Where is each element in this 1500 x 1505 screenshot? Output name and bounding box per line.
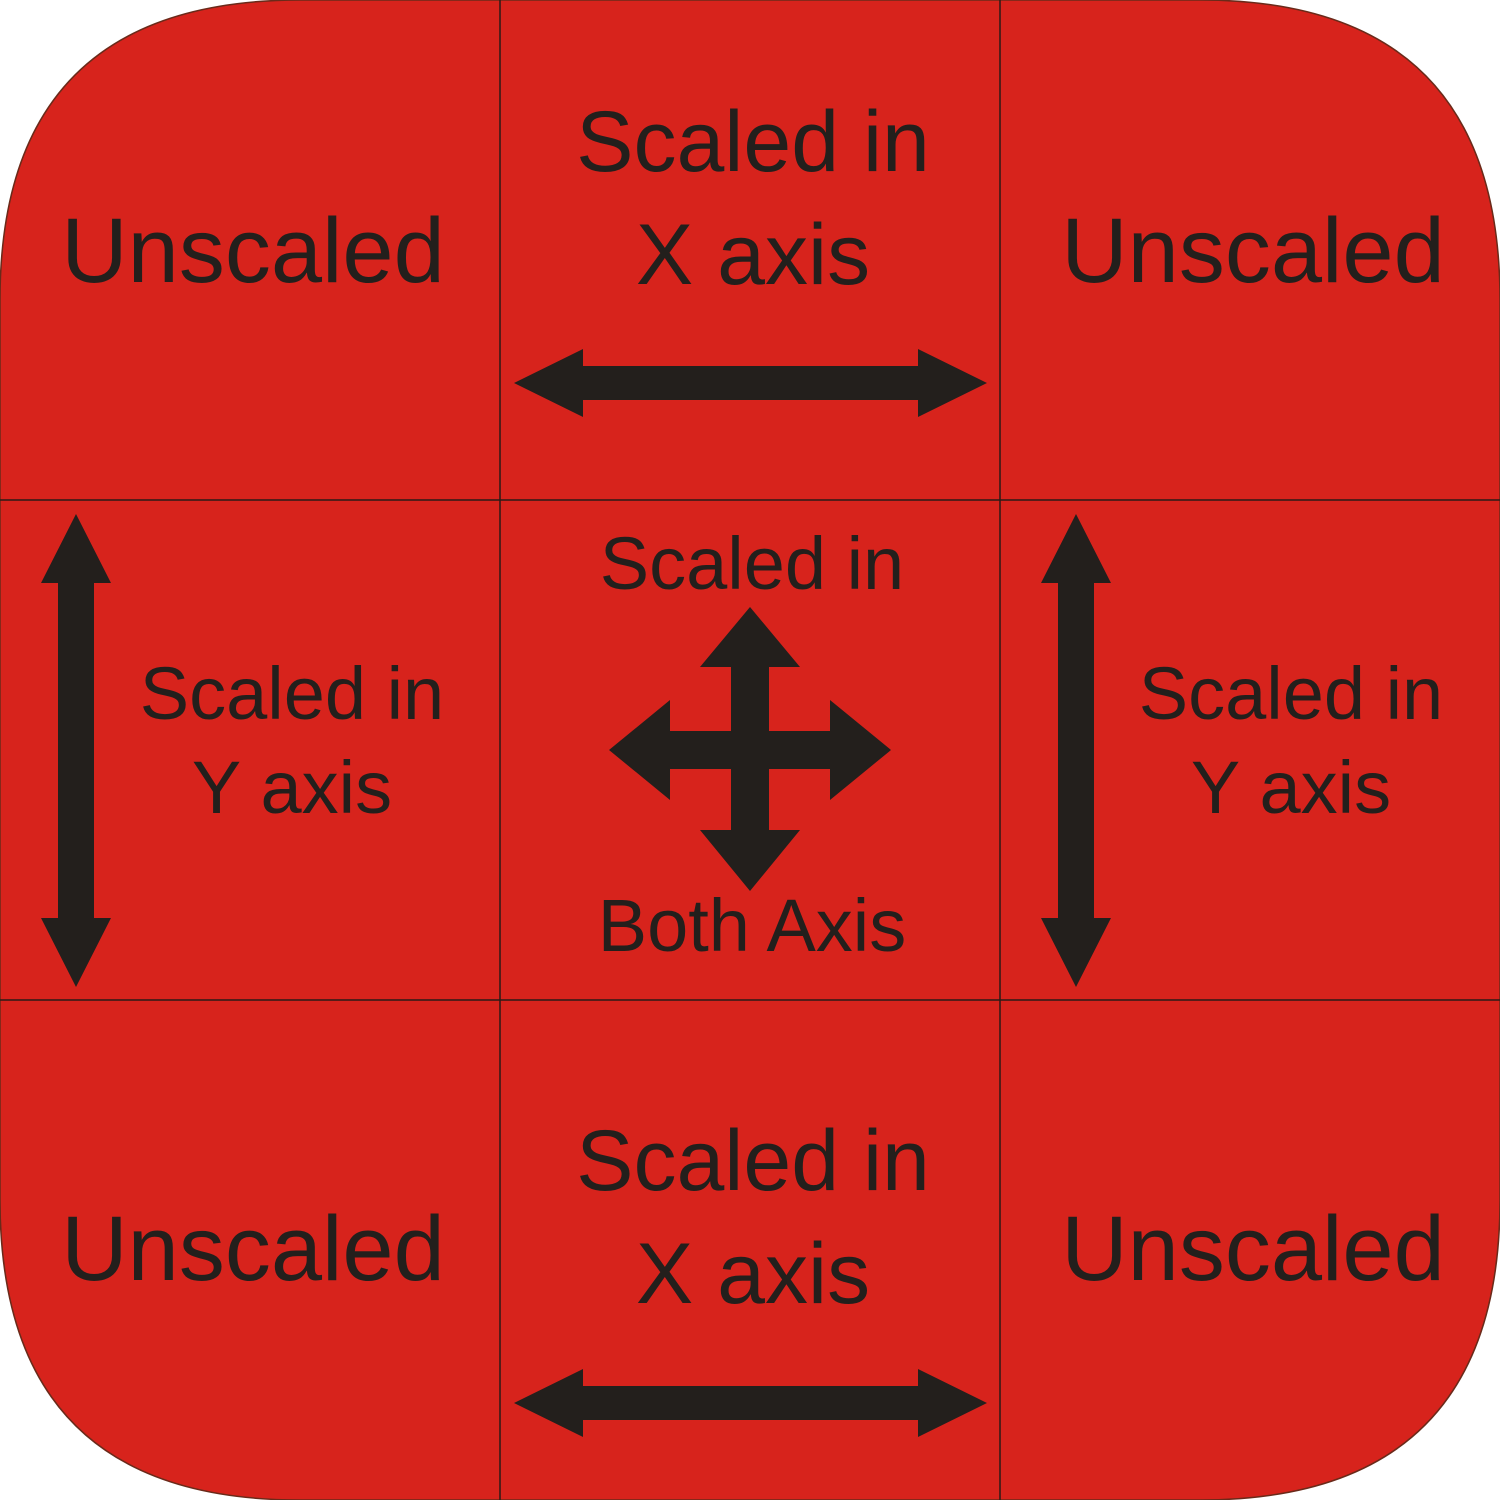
- cell-middle-center-label-line2: Both Axis: [598, 884, 907, 967]
- cell-top-center-label-line1: Scaled in: [576, 94, 930, 190]
- cell-middle-center: Scaled in Both Axis: [598, 522, 907, 967]
- four-way-arrow-icon: [609, 607, 891, 891]
- cell-bottom-center: Scaled in X axis: [514, 1113, 987, 1437]
- cell-bottom-left-label: Unscaled: [61, 1198, 445, 1300]
- cell-middle-left: Scaled in Y axis: [41, 514, 444, 987]
- horizontal-double-arrow-icon: [514, 1369, 987, 1437]
- cell-top-left-label: Unscaled: [61, 200, 445, 302]
- vertical-double-arrow-icon: [41, 514, 111, 987]
- cell-middle-left-label-line2: Y axis: [192, 746, 392, 829]
- cell-bottom-right-label: Unscaled: [1061, 1198, 1445, 1300]
- cell-middle-left-label-line1: Scaled in: [140, 652, 444, 735]
- cell-middle-center-label-line1: Scaled in: [600, 522, 904, 605]
- horizontal-double-arrow-icon: [514, 349, 987, 417]
- cell-middle-right-label-line2: Y axis: [1191, 746, 1391, 829]
- cell-top-center-label-line2: X axis: [636, 207, 870, 303]
- vertical-double-arrow-icon: [1041, 514, 1111, 987]
- cell-top-right-label: Unscaled: [1061, 200, 1445, 302]
- cell-bottom-center-label-line1: Scaled in: [576, 1113, 930, 1209]
- cell-top-center: Scaled in X axis: [514, 94, 987, 417]
- cell-middle-right: Scaled in Y axis: [1041, 514, 1443, 987]
- cell-bottom-center-label-line2: X axis: [636, 1226, 870, 1322]
- cell-middle-right-label-line1: Scaled in: [1139, 652, 1443, 735]
